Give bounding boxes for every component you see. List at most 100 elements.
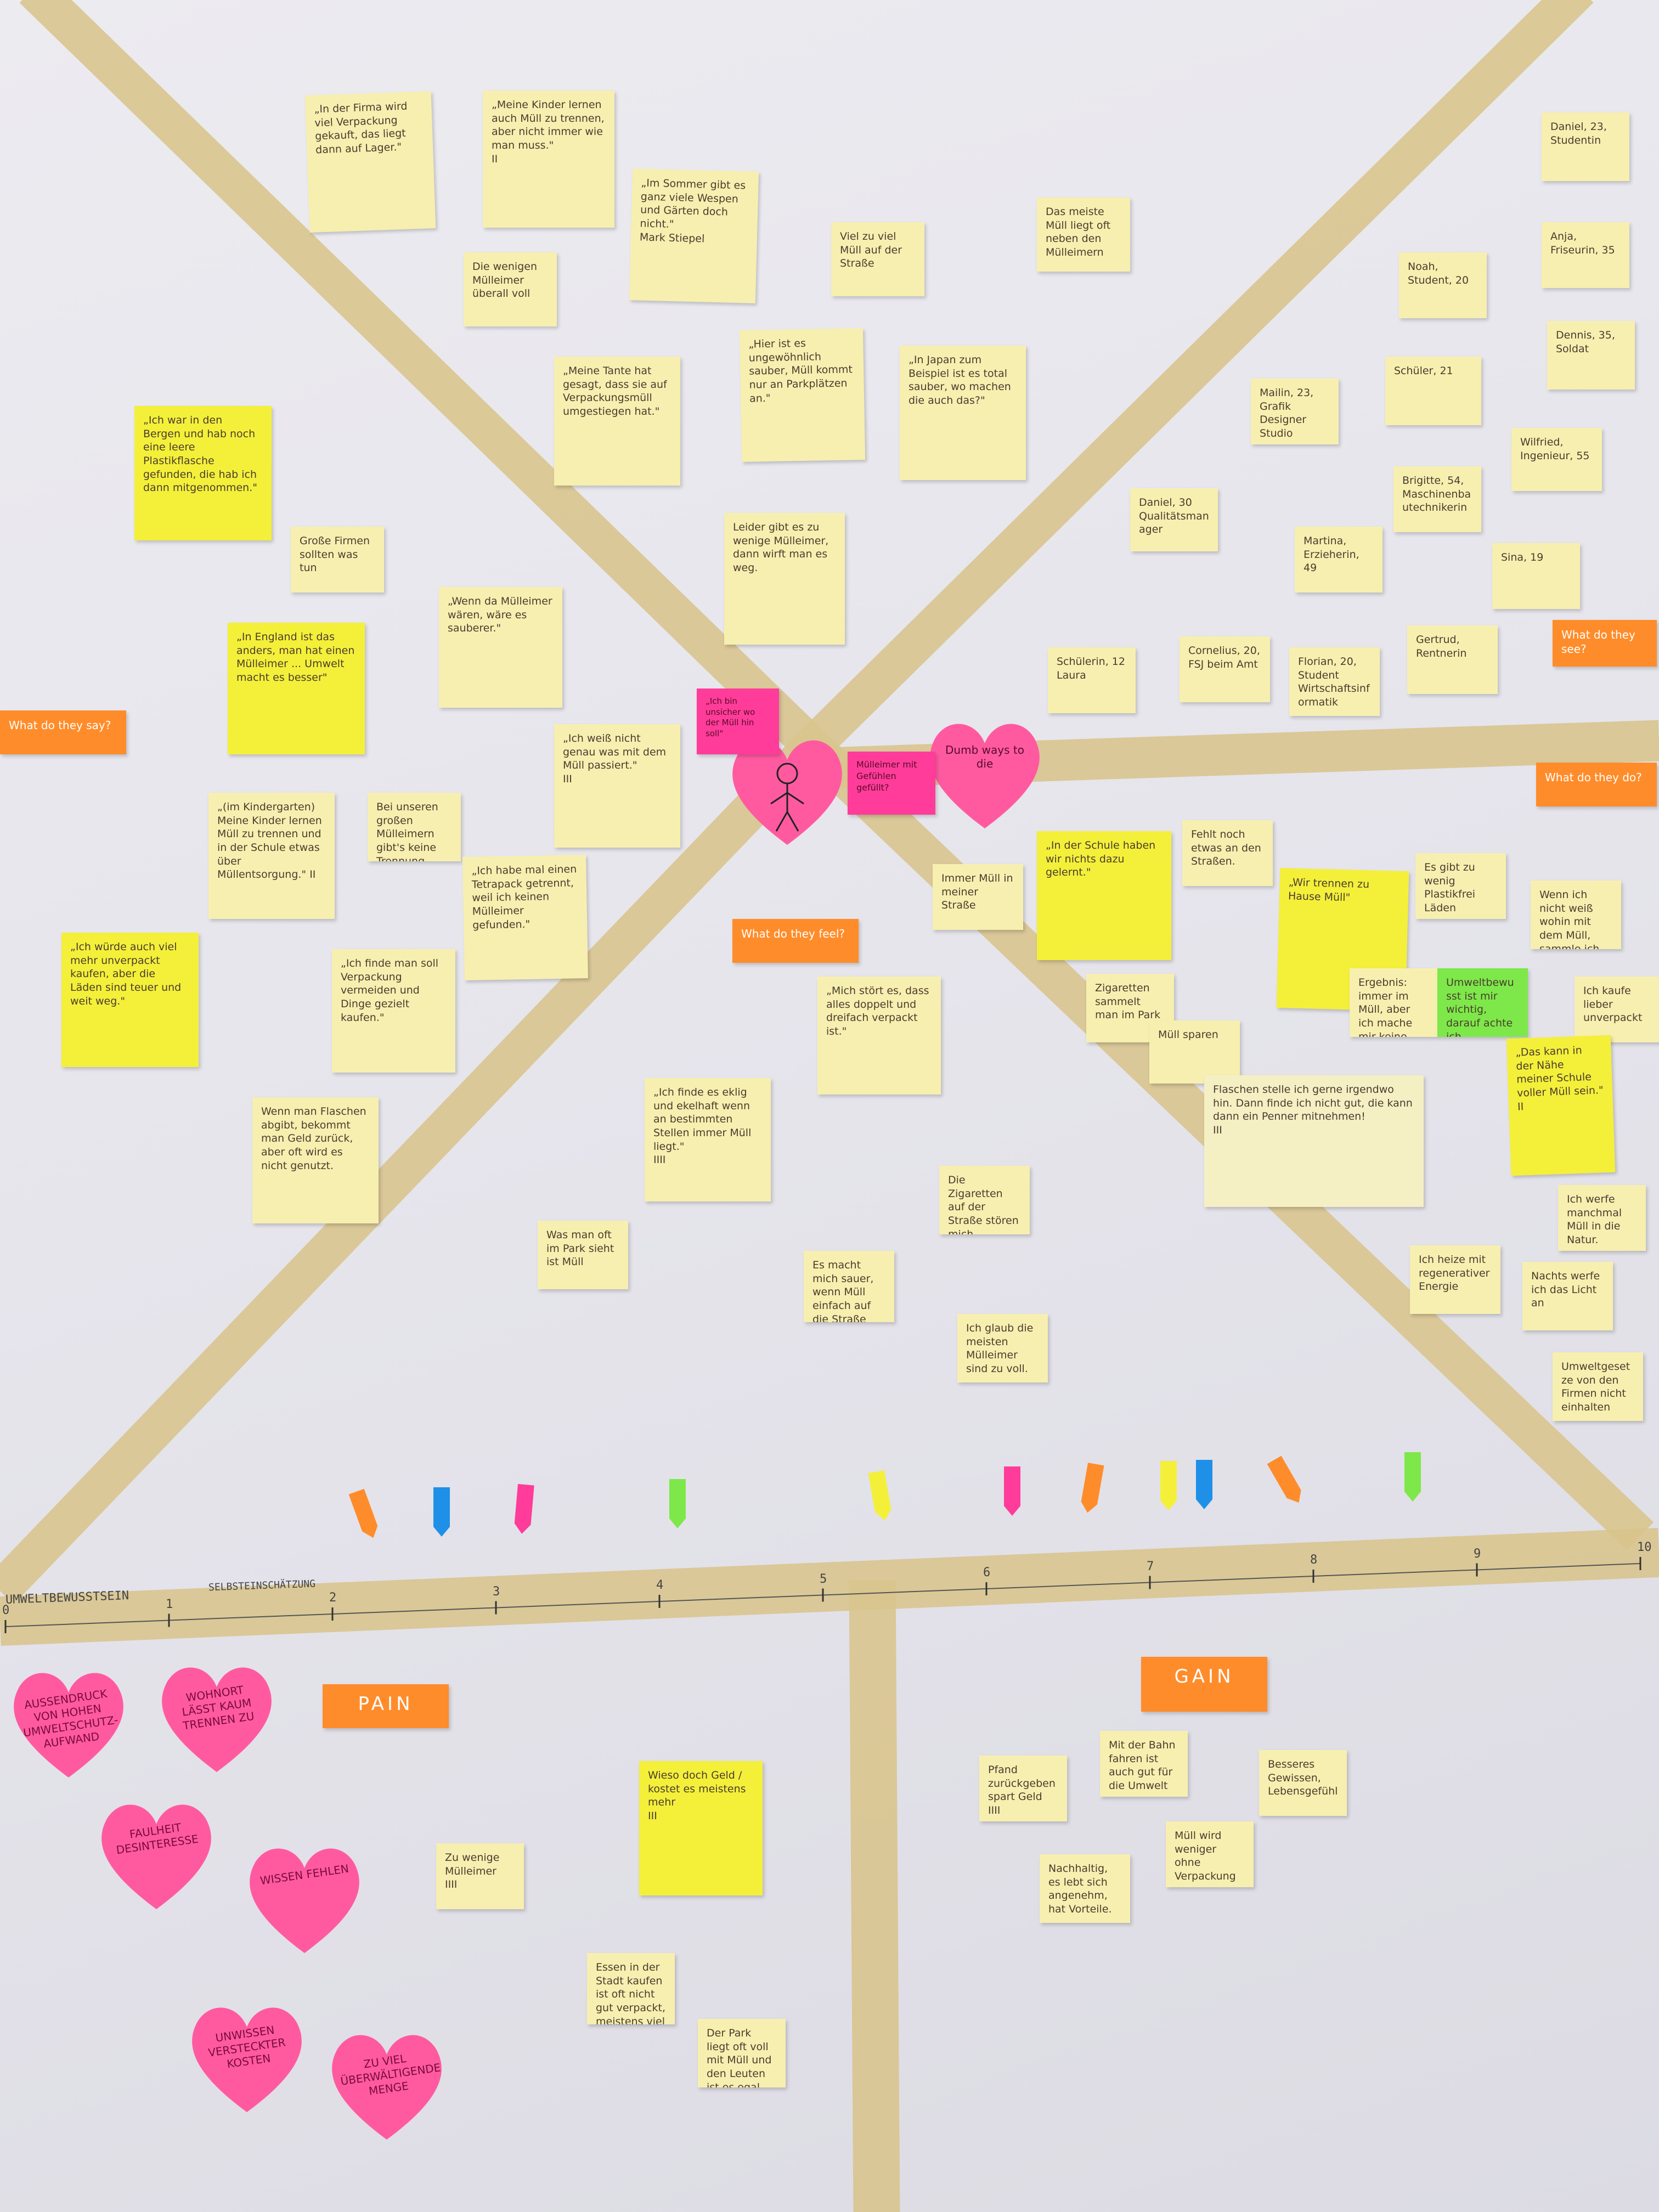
quote-note: Viel zu viel Müll auf der Straße bbox=[831, 222, 924, 296]
empathy-label: What do they say? bbox=[0, 710, 126, 754]
quote-note: Umweltbewusst ist mir wichtig, darauf ac… bbox=[1437, 968, 1528, 1037]
axis-tick-label: 6 bbox=[983, 1566, 991, 1579]
quote-note: „Im Sommer gibt es ganz viele Wespen und… bbox=[629, 168, 759, 303]
quote-note: Umweltgesetze von den Firmen nicht einha… bbox=[1553, 1352, 1643, 1421]
tape-diagonal-right-lower bbox=[0, 732, 826, 1605]
pain-heart: AUSSENDRUCK VON HOHEN UMWELTSCHUTZ-AUFWA… bbox=[5, 1662, 132, 1783]
rating-flag bbox=[514, 1483, 534, 1534]
gain-note: Pfand zurückgeben spart Geld IIII bbox=[979, 1756, 1067, 1821]
quote-note: „In der Schule haben wir nichts dazu gel… bbox=[1037, 831, 1171, 960]
quote-note: Ich werfe manchmal Müll in die Natur. bbox=[1558, 1185, 1646, 1251]
rating-flag bbox=[1160, 1461, 1177, 1511]
persona-note: Cornelius, 20, FSJ beim Amt bbox=[1180, 636, 1270, 702]
quote-note: „Ich würde auch viel mehr unverpackt kau… bbox=[61, 933, 199, 1067]
gain-note: Nachhaltig, es lebt sich angenehm, hat V… bbox=[1040, 1854, 1130, 1923]
quote-note: Ich kaufe lieber unverpackt bbox=[1575, 977, 1659, 1042]
rating-flag bbox=[868, 1470, 893, 1522]
pain-heart: WISSEN FEHLEN bbox=[241, 1838, 368, 1959]
persona-note: Florian, 20, Student Wirtschaftsinformat… bbox=[1289, 647, 1380, 716]
axis-tick-label: 8 bbox=[1310, 1553, 1318, 1567]
pain-heart: UNWISSEN VERSTECKTER KOSTEN bbox=[184, 1997, 310, 2118]
rating-flag bbox=[1079, 1463, 1104, 1514]
persona-note: Martina, Erzieherin, 49 bbox=[1295, 527, 1383, 592]
quote-note: „In England ist das anders, man hat eine… bbox=[228, 623, 365, 754]
quote-note: Das meiste Müll liegt oft neben den Müll… bbox=[1037, 198, 1130, 272]
axis-tick-label: 4 bbox=[656, 1578, 664, 1592]
pain-note: Der Park liegt oft voll mit Müll und den… bbox=[698, 2019, 786, 2087]
empathy-label: What do they see? bbox=[1553, 620, 1657, 667]
center-heart-stickman bbox=[724, 730, 850, 850]
gain-note: Müll wird weniger ohne Verpackung bbox=[1166, 1821, 1254, 1887]
rating-flag bbox=[1267, 1455, 1306, 1507]
quote-note: Flaschen stelle ich gerne irgendwo hin. … bbox=[1204, 1075, 1424, 1207]
quote-note: Große Firmen sollten was tun bbox=[291, 527, 384, 592]
rating-flag bbox=[1404, 1452, 1421, 1502]
quote-note: „Ich weiß nicht genau was mit dem Müll p… bbox=[554, 724, 680, 848]
gain-label: GAIN bbox=[1141, 1657, 1267, 1712]
persona-note: Mailin, 23, Grafik Designer Studio bbox=[1251, 379, 1339, 444]
pain-label: PAIN bbox=[323, 1684, 449, 1728]
axis-tick-label: 0 bbox=[2, 1604, 10, 1617]
quote-note: „Ich habe mal einen Tetrapack getrennt, … bbox=[462, 855, 588, 980]
center-pink-note-2: Mülleimer mit Gefühlen gefüllt? bbox=[848, 752, 935, 815]
quote-note: Die wenigen Mülleimer überall voll bbox=[464, 252, 557, 326]
tape-diagonal-right bbox=[798, 0, 1594, 760]
axis-tick-label: 2 bbox=[329, 1591, 337, 1605]
persona-note: Daniel, 30 Qualitätsmanager bbox=[1130, 488, 1218, 551]
quote-note: „In der Firma wird viel Verpackung gekau… bbox=[304, 91, 436, 233]
gain-note: Mit der Bahn fahren ist auch gut für die… bbox=[1100, 1731, 1188, 1797]
persona-note: Dennis, 35, Soldat bbox=[1547, 321, 1635, 390]
quote-note: „(im Kindergarten) Meine Kinder lernen M… bbox=[208, 793, 335, 919]
quote-note: „Meine Kinder lernen auch Müll zu trenne… bbox=[483, 91, 614, 228]
quote-note: „Wenn da Mülleimer wären, wäre es sauber… bbox=[439, 587, 562, 708]
rating-flag bbox=[348, 1488, 381, 1541]
quote-note: „Ich war in den Bergen und hab noch eine… bbox=[134, 406, 272, 540]
quote-note: Fehlt noch etwas an den Straßen. bbox=[1182, 820, 1273, 886]
quote-note: Ich heize mit regenerativer Energie bbox=[1410, 1245, 1500, 1314]
center-heart-text: Dumb ways to die bbox=[945, 743, 1024, 770]
center-pink-note-1: „Ich bin unsicher wo der Müll hin soll" bbox=[697, 689, 779, 754]
tape-diagonal-left bbox=[19, 0, 826, 760]
tape-vertical-divider bbox=[849, 1579, 900, 2212]
quote-note: Immer Müll in meiner Straße bbox=[933, 864, 1023, 930]
quote-note: Bei unseren großen Mülleimern gibt's kei… bbox=[368, 793, 461, 861]
empathy-label: What do they feel? bbox=[732, 919, 859, 963]
quote-note: „Ich finde es eklig und ekelhaft wenn an… bbox=[645, 1078, 771, 1201]
pain-heart: ZU VIEL ÜBERWÄLTIGENDE MENGE bbox=[324, 2024, 450, 2145]
quote-note: „In Japan zum Beispiel ist es total saub… bbox=[900, 346, 1026, 480]
quote-note: „Das kann in der Nähe meiner Schule voll… bbox=[1506, 1035, 1616, 1176]
rating-flag bbox=[669, 1479, 686, 1528]
pain-note: Zu wenige Mülleimer IIII bbox=[436, 1843, 524, 1909]
quote-note: „Mich stört es, dass alles doppelt und d… bbox=[817, 977, 941, 1094]
quote-note: „Ich finde man soll Verpackung vermeiden… bbox=[332, 949, 455, 1073]
pain-heart: FAULHEIT DESINTERESSE bbox=[93, 1794, 219, 1915]
persona-note: Wilfried, Ingenieur, 55 bbox=[1511, 428, 1602, 491]
persona-note: Brigitte, 54, Maschinenbautechnikerin bbox=[1393, 466, 1481, 532]
quote-note: Es macht mich sauer, wenn Müll einfach a… bbox=[804, 1251, 894, 1322]
persona-note: Anja, Friseurin, 35 bbox=[1542, 222, 1629, 288]
quote-note: Müll sparen bbox=[1149, 1020, 1240, 1084]
gain-note: Besseres Gewissen, Lebensgefühl bbox=[1259, 1750, 1347, 1816]
axis-tick-label: 3 bbox=[493, 1584, 500, 1599]
center-heart-dumb-ways: Dumb ways to die bbox=[922, 713, 1048, 834]
persona-note: Sina, 19 bbox=[1492, 543, 1580, 609]
persona-note: Gertrud, Rentnerin bbox=[1407, 625, 1498, 694]
quote-note: Ich glaub die meisten Mülleimer sind zu … bbox=[957, 1314, 1048, 1383]
persona-note: Noah, Student, 20 bbox=[1399, 252, 1487, 318]
pain-note: Essen in der Stadt kaufen ist oft nicht … bbox=[587, 1953, 675, 2024]
axis-tick-label: 10 bbox=[1637, 1541, 1652, 1554]
quote-note: Nachts werfe ich das Licht an bbox=[1522, 1262, 1613, 1330]
persona-note: Daniel, 23, Studentin bbox=[1542, 112, 1629, 181]
quote-note: Wenn man Flaschen abgibt, bekommt man Ge… bbox=[252, 1097, 379, 1223]
quote-note: Leider gibt es zu wenige Mülleimer, dann… bbox=[724, 513, 845, 645]
tape-axis bbox=[0, 1528, 1659, 1646]
rating-flag bbox=[1004, 1466, 1020, 1516]
axis-tick-label: 5 bbox=[820, 1572, 827, 1586]
quote-note: Die Zigaretten auf der Straße stören mic… bbox=[939, 1166, 1030, 1234]
quote-note: Es gibt zu wenig Plastikfrei Läden bbox=[1415, 853, 1506, 919]
quote-note: „Meine Tante hat gesagt, dass sie auf Ve… bbox=[554, 357, 680, 486]
pain-heart: WOHNORT LÄSST KAUM TRENNEN ZU bbox=[154, 1657, 280, 1778]
rating-flag bbox=[1196, 1459, 1212, 1509]
pain-note: Wieso doch Geld / kostet es meistens meh… bbox=[639, 1761, 763, 1895]
